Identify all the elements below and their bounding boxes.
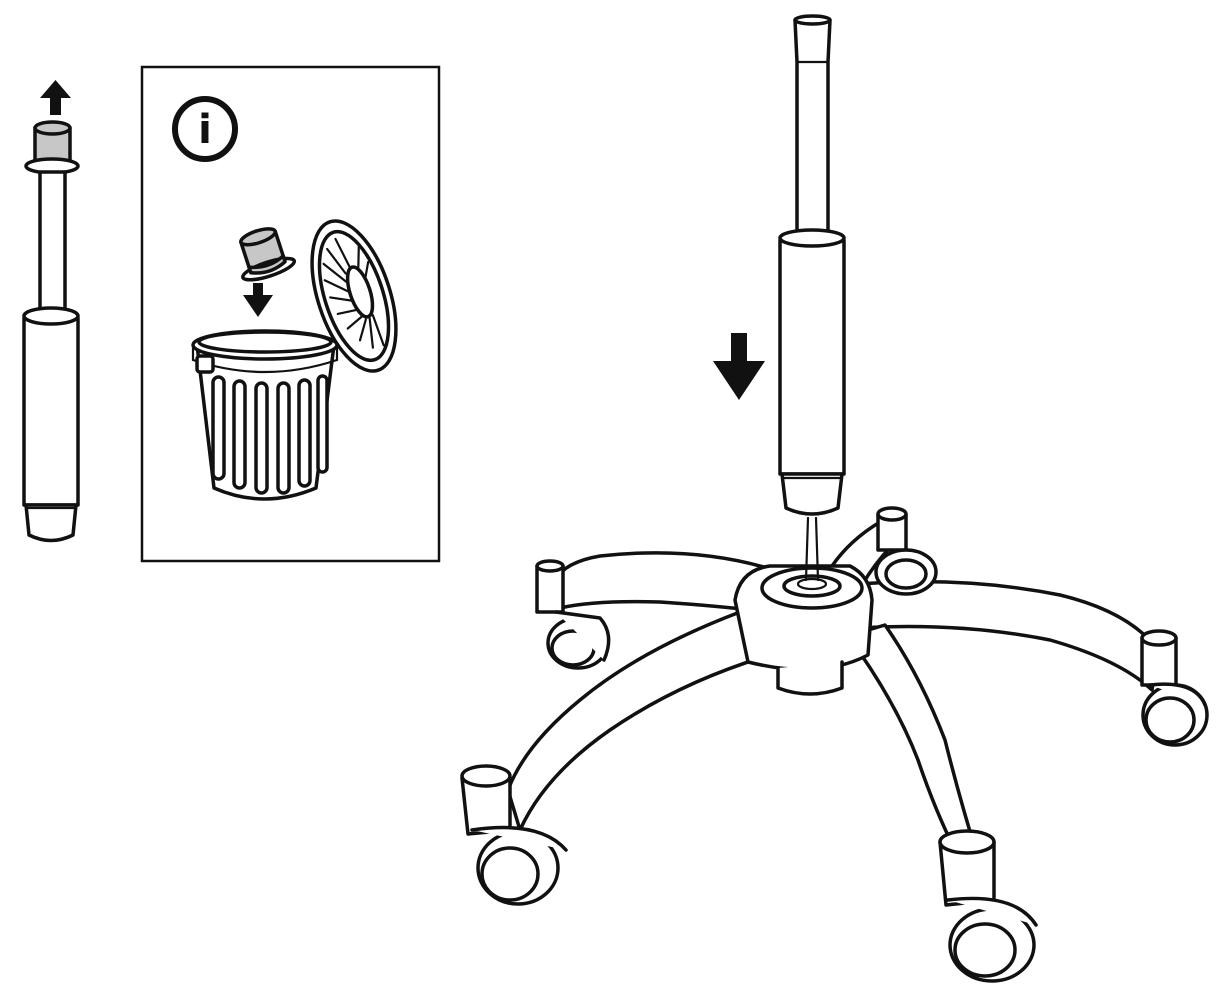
cylinder-taper: [24, 503, 78, 543]
cylinder-body: [778, 232, 846, 476]
piston-rod: [793, 18, 832, 240]
gas-cylinder: [778, 14, 846, 516]
info-panel: i: [140, 65, 441, 563]
caster-wheel: [874, 506, 938, 596]
caster-wheel: [1140, 629, 1209, 747]
bin-lid: [310, 219, 398, 373]
caster-wheel: [460, 764, 568, 906]
gas-cylinder-with-cap: [22, 80, 80, 543]
caster-wheel: [535, 559, 611, 670]
arrow-down-icon: [713, 333, 765, 400]
arrow-up-icon: [40, 80, 71, 115]
piston-rod: [38, 170, 67, 314]
info-icon: i: [172, 96, 238, 162]
base-leg: [846, 623, 980, 860]
falling-cap: [239, 227, 297, 282]
cylinder-taper: [780, 472, 844, 516]
cylinder-body: [22, 309, 80, 507]
chair-base: [460, 506, 1209, 983]
trash-bin: [191, 329, 339, 501]
arrow-down-icon: [243, 283, 273, 317]
caster-wheel: [938, 829, 1038, 983]
info-glyph: i: [198, 107, 212, 153]
